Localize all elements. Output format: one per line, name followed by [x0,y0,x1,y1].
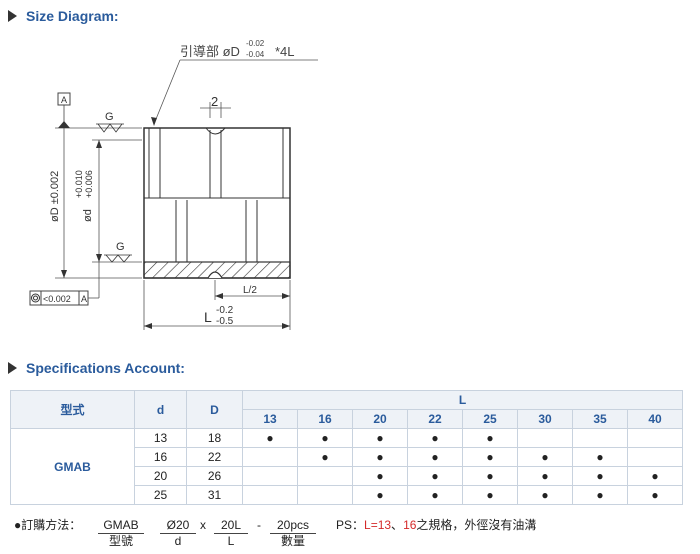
header-L-value: 16 [297,409,353,429]
concentricity-datum: A [81,294,87,304]
section-arrow-icon [8,10,17,22]
order-lead: ●訂購方法： [14,518,82,532]
callout-tol-upper: -0.02 [246,39,265,48]
model-cell: GMAB [10,428,135,505]
cell-availability: ● [462,447,518,467]
length-label: L [204,309,212,325]
callout-text: 引導部 øD [180,44,240,59]
header-D: D [186,390,243,429]
cell-availability [297,466,353,486]
header-L-value: 13 [242,409,298,429]
header-L-value: 25 [462,409,518,429]
cell-D: 18 [186,428,243,448]
order-sep-x: x [200,518,206,532]
datum-a-label: A [61,95,67,105]
cell-availability: ● [352,447,408,467]
cell-availability: ● [572,466,628,486]
header-L-value: 40 [627,409,683,429]
dim-d-label: ød [82,209,94,222]
section-arrow-icon [8,362,17,374]
cell-d: 13 [134,428,187,448]
cell-availability: ● [407,466,463,486]
length-lower: -0.5 [216,316,234,327]
cell-availability [517,428,573,448]
concentricity-value: <0.002 [43,294,71,304]
dim-D-label: øD ±0.002 [49,171,61,222]
header-L: L [242,390,683,410]
callout-suffix: *4L [275,44,295,59]
cell-availability: ● [407,447,463,467]
cell-D: 31 [186,485,243,505]
dim-d-lower: +0.006 [84,170,94,198]
cell-availability: ● [627,466,683,486]
cell-availability: ● [627,485,683,505]
cell-availability [242,466,298,486]
header-L-value: 20 [352,409,408,429]
header-L-value: 35 [572,409,628,429]
cell-availability [242,485,298,505]
cell-availability [572,428,628,448]
table-header-row: 型式 d D L [10,390,683,429]
cell-availability: ● [352,466,408,486]
spec-header: Specifications Account: [8,358,185,378]
groove-width-label: 2 [211,94,218,109]
dim-d-upper: +0.010 [74,170,84,198]
cell-d: 16 [134,447,187,467]
roughness-bottom-label: G [116,241,125,253]
size-diagram-header: Size Diagram: [8,6,119,26]
order-sep-dash: - [257,518,261,532]
cell-availability: ● [462,428,518,448]
cell-availability: ● [572,485,628,505]
roughness-top-label: G [105,111,114,123]
cell-availability: ● [407,485,463,505]
cell-availability [242,447,298,467]
cell-availability: ● [517,447,573,467]
cell-availability [297,485,353,505]
cell-availability: ● [297,428,353,448]
cell-D: 22 [186,447,243,467]
cell-availability: ● [517,485,573,505]
header-L-value: 22 [407,409,463,429]
cell-availability [627,447,683,467]
cell-availability: ● [297,447,353,467]
cell-availability: ● [462,485,518,505]
concentricity-icon [31,293,40,303]
half-length-label: L/2 [243,285,257,296]
cell-availability [627,428,683,448]
cell-d: 25 [134,485,187,505]
header-model: 型式 [10,390,135,429]
cell-D: 26 [186,466,243,486]
cell-availability: ● [242,428,298,448]
size-diagram-title: Size Diagram: [26,8,119,24]
cell-availability: ● [517,466,573,486]
cell-availability: ● [352,485,408,505]
cell-availability: ● [462,466,518,486]
length-upper: -0.2 [216,305,234,316]
cell-d: 20 [134,466,187,486]
header-d: d [134,390,187,429]
spec-title: Specifications Account: [26,360,185,376]
cell-availability: ● [352,428,408,448]
order-ps: PS：L=13、16之規格，外徑沒有油溝 [336,518,537,532]
size-diagram: 引導部 øD -0.02 -0.04 *4L 2 [29,39,318,330]
header-L-value: 30 [517,409,573,429]
callout-tol-lower: -0.04 [246,50,265,59]
cell-availability: ● [572,447,628,467]
cell-availability: ● [407,428,463,448]
